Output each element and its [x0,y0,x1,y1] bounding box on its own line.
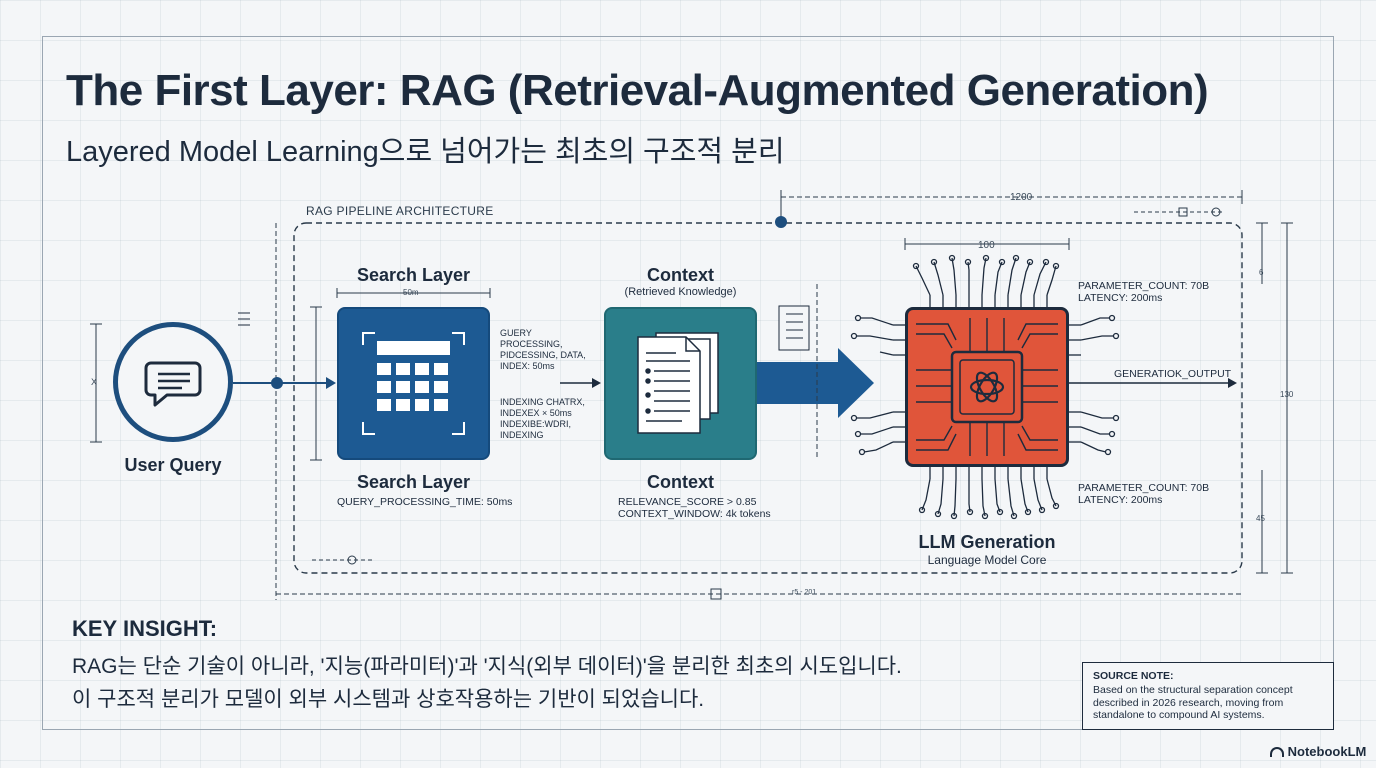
dim-label-bottom: r5 - 201 [792,589,817,596]
notebooklm-logo-icon [1270,747,1284,757]
search-note-line: INDEXEX × 50ms [500,408,572,418]
pipeline-anchor-dot [775,216,787,228]
context-subtitle: (Retrieved Knowledge) [624,286,737,298]
search-note-line: PIDCESSING, DATA, [500,350,586,360]
key-insight-line-2: 이 구조적 분리가 모델이 외부 시스템과 상호작용하는 기반이 되었습니다. [72,688,705,711]
llm-param-bottom: PARAMETER_COUNT: 70B [1078,482,1210,494]
flow-arrow-context [757,348,874,418]
user-query-label: User Query [124,455,222,475]
brand-name: NotebookLM [1287,744,1367,759]
key-insight-heading: KEY INSIGHT: [72,616,218,641]
dim-label-right-top: 6 [1259,268,1264,277]
brand-mark: NotebookLM [1270,744,1366,759]
search-layer-block [337,307,490,460]
llm-output-label: GENERATIOK_OUTPUT [1114,368,1232,380]
dim-label-right-main: 130 [1280,390,1294,399]
dim-label-chip: 100 [978,240,995,251]
source-note-heading: SOURCE NOTE: [1093,670,1174,682]
search-note-line: GUERY [500,328,532,338]
user-query-node [113,322,233,442]
dim-label-right-bottom: 45 [1256,514,1265,523]
context-metric-window: CONTEXT_WINDOW: 4k tokens [618,508,771,520]
dim-label-left: X [91,377,98,387]
search-layer-title-bottom: Search Layer [356,472,471,492]
pipeline-label: RAG PIPELINE ARCHITECTURE [306,204,494,218]
search-note-line: INDEXIBE:WDRI, [500,419,572,429]
llm-chip-block [905,307,1069,467]
context-title-bottom: Context [647,472,714,492]
source-note-body: Based on the structural separation conce… [1093,684,1293,721]
llm-param-top: PARAMETER_COUNT: 70B [1078,280,1210,292]
search-note-line: PROCESSING, [500,339,563,349]
chat-bubble-icon [144,361,202,407]
llm-title: LLM Generation [918,532,1056,552]
context-block [604,307,757,460]
context-metric-relevance: RELEVANCE_SCORE > 0.85 [618,496,757,508]
search-notes-bottom: INDEXING CHATRX, INDEXEX × 50ms INDEXIBE… [500,397,585,441]
search-note-line: INDEX: 50ms [500,361,555,371]
search-note-line: INDEXING [500,430,544,440]
pipeline-container [293,222,1243,574]
page-title: The First Layer: RAG (Retrieval-Augmente… [66,66,1209,115]
llm-latency-top: LATENCY: 200ms [1078,292,1163,304]
context-title-top: Context [647,265,714,285]
search-note-line: INDEXING CHATRX, [500,397,585,407]
search-layer-title-top: Search Layer [356,265,471,285]
key-insight-line-1: RAG는 단순 기술이 아니라, '지능(파라미터)'과 '지식(외부 데이터)… [72,655,902,678]
keypad-grid-icon [362,332,465,435]
search-notes-top: GUERY PROCESSING, PIDCESSING, DATA, INDE… [500,328,586,372]
llm-latency-bottom: LATENCY: 200ms [1078,494,1163,506]
slide-frame [42,36,1334,730]
dim-label-top: 1200 [1010,192,1033,203]
documents-icon [637,332,719,434]
cpu-chip-icon [916,318,1058,456]
llm-subtitle: Language Model Core [927,553,1047,567]
search-layer-metric: QUERY_PROCESSING_TIME: 50ms [337,496,513,508]
page-subtitle: Layered Model Learning으로 넘어가는 최초의 구조적 분리 [66,136,785,168]
dim-label-search: 50m [403,288,419,297]
source-note-box: SOURCE NOTE: Based on the structural sep… [1082,662,1334,730]
